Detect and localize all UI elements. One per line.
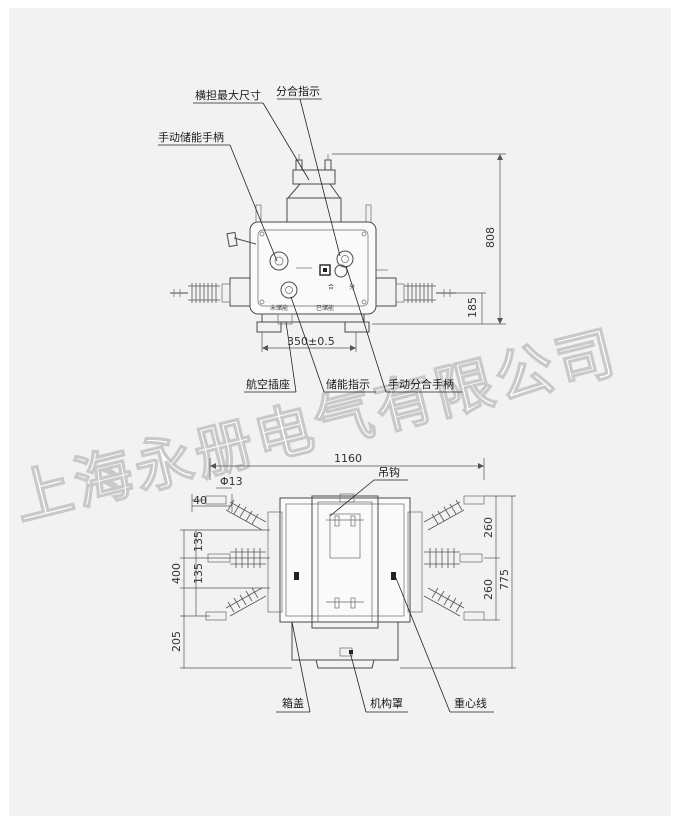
housing: 合 分 未储能 已储能 bbox=[249, 221, 388, 315]
not-charged-text: 未储能 bbox=[270, 304, 288, 312]
mechanism-cover-label: 机构罩 bbox=[370, 696, 403, 710]
left-insulator bbox=[170, 277, 251, 307]
height-dim: 808 bbox=[484, 227, 497, 248]
manual-charge-handle bbox=[226, 231, 257, 248]
top-bracket bbox=[255, 154, 372, 227]
total-depth-dim: 775 bbox=[498, 569, 511, 590]
mount-width-dim: 350±0.5 bbox=[287, 335, 335, 348]
charge-indicator-label: 储能指示 bbox=[326, 377, 370, 391]
right-insulator bbox=[375, 277, 456, 307]
spacing-b-dim: 135 bbox=[192, 563, 205, 584]
top-right-dimensions: 260 260 775 bbox=[400, 495, 516, 669]
center-of-gravity-line-label: 重心线 bbox=[454, 696, 487, 710]
front-view: 合 分 未储能 已储能 bbox=[158, 84, 506, 393]
aviation-socket-label: 航空插座 bbox=[246, 377, 290, 391]
open-text: 分 bbox=[349, 283, 355, 291]
front-leaders bbox=[158, 98, 462, 393]
manual-charge-handle-label: 手动储能手柄 bbox=[158, 130, 224, 144]
top-width-dimension: 1160 bbox=[209, 452, 485, 480]
cover-label: 箱盖 bbox=[282, 696, 304, 710]
spacing-total-dim: 400 bbox=[170, 563, 183, 584]
terminal-hole-dim: Φ13 bbox=[220, 475, 243, 488]
terminal-length-dim: 40 bbox=[193, 494, 207, 507]
top-left-dimensions: 40 Φ13 135 135 400 205 bbox=[170, 475, 292, 669]
open-close-indicator-label: 分合指示 bbox=[276, 84, 320, 98]
spacing-a-dim: 135 bbox=[192, 531, 205, 552]
drawing-panel bbox=[9, 8, 671, 816]
right-spacing-b-dim: 260 bbox=[482, 579, 495, 600]
top-right-insulators bbox=[423, 495, 485, 621]
total-width-dim: 1160 bbox=[334, 452, 362, 465]
right-spacing-a-dim: 260 bbox=[482, 517, 495, 538]
front-dimensions: 808 185 350±0.5 bbox=[261, 153, 506, 352]
manual-open-close-handle-label: 手动分合手柄 bbox=[388, 377, 454, 391]
close-text: 合 bbox=[328, 283, 334, 291]
top-view: 1160 bbox=[170, 452, 516, 713]
crossarm-max-size-label: 横担最大尺寸 bbox=[195, 88, 261, 102]
offset-dim: 205 bbox=[170, 631, 183, 652]
base bbox=[256, 313, 370, 333]
charged-text: 已储能 bbox=[316, 304, 334, 312]
top-housing bbox=[267, 493, 423, 669]
top-leaders bbox=[276, 479, 494, 713]
lifting-hook-label: 吊钩 bbox=[378, 465, 400, 479]
base-height-dim: 185 bbox=[466, 297, 479, 318]
